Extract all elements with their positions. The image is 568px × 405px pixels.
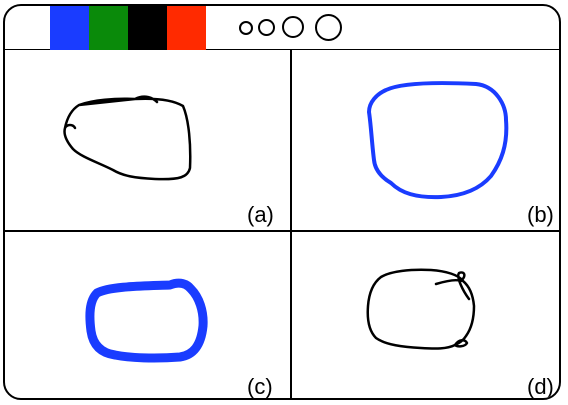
panel-divider-horizontal [5,230,559,232]
panel-label-a: (a) [247,202,274,227]
color-swatch-red[interactable] [167,6,206,50]
canvas-panel-a[interactable]: (a) [5,50,290,230]
brush-size-small-icon[interactable] [239,21,253,35]
panel-label-b: (b) [527,202,554,227]
stroke-a [63,95,192,181]
canvas-panel-c[interactable]: (c) [5,231,290,399]
color-swatch-black[interactable] [128,6,167,50]
panel-divider-vertical [290,50,292,398]
toolbar [5,6,559,50]
canvas-panel-b[interactable]: (b) [291,50,559,230]
color-swatch-green[interactable] [89,6,128,50]
drawing-app-window: (a) (b) (c) (d) [3,4,561,400]
color-swatch-blue[interactable] [50,6,89,50]
stroke-b [367,81,509,200]
brush-size-extra-large-icon[interactable] [315,14,342,41]
brush-size-large-icon[interactable] [282,16,304,38]
brush-size-medium-icon[interactable] [258,19,275,36]
stroke-c [85,278,208,363]
panel-label-c: (c) [247,374,273,399]
panel-label-d: (d) [527,374,554,399]
canvas-panel-d[interactable]: (d) [291,231,559,399]
stroke-d [366,268,476,350]
